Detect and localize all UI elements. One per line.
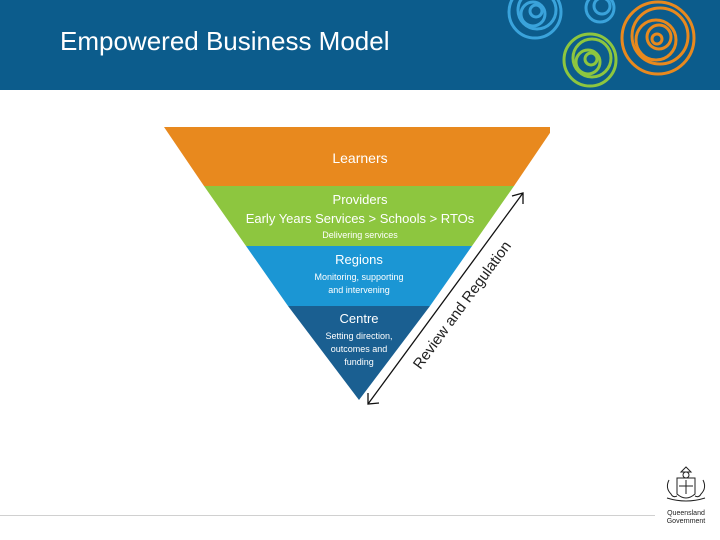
queensland-government-logo: Queensland Government [657, 464, 715, 533]
tier-regions-line: Monitoring, supporting [314, 272, 403, 282]
logo-line-2: Government [667, 518, 706, 525]
tier-centre-shape [288, 306, 430, 400]
footer-divider [0, 515, 655, 516]
orange-swirl [620, 0, 696, 76]
review-regulation-arrow [367, 192, 524, 405]
decorative-swirls-icon [507, 0, 696, 88]
tier-regions-shape [246, 246, 472, 306]
tier-regions-title: Regions [335, 252, 383, 267]
tier-providers-line: Early Years Services > Schools > RTOs [246, 211, 475, 226]
green-swirl [562, 32, 618, 88]
header-banner: Empowered Business Model [0, 0, 720, 90]
page-title: Empowered Business Model [60, 26, 390, 56]
tier-centre-line: outcomes and [331, 344, 388, 354]
logo-line-1: Queensland [667, 510, 705, 517]
blue-swirl [507, 0, 563, 40]
tier-providers-title: Providers [333, 192, 388, 207]
tier-regions-line: and intervening [328, 285, 390, 295]
tier-providers-subline: Delivering services [322, 230, 398, 240]
tier-providers-shape [204, 186, 514, 246]
inverted-pyramid-diagram: Learners Providers Early Years Services … [164, 127, 550, 405]
tier-centre-line: Setting direction, [325, 331, 392, 341]
tier-learners-shape [164, 127, 550, 186]
tier-centre-title: Centre [339, 311, 378, 326]
crest-icon: Queensland Government [667, 466, 706, 525]
tier-learners-title: Learners [332, 150, 387, 166]
tier-centre-line: funding [344, 357, 374, 367]
